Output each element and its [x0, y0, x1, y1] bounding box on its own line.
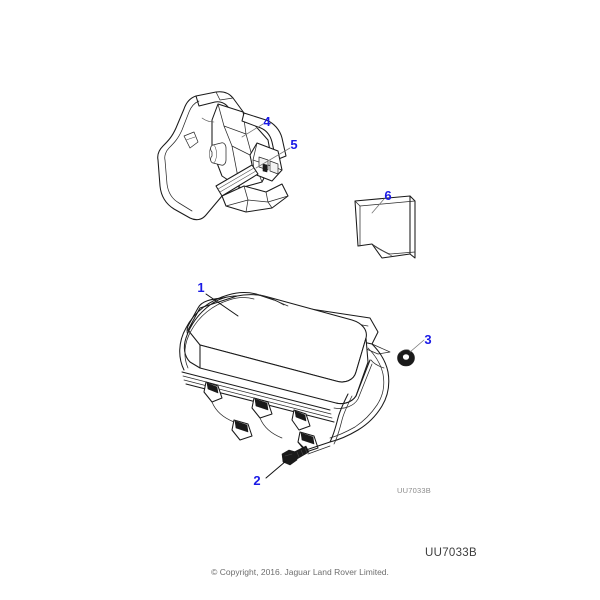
clip-2-head [254, 398, 269, 411]
airbag-lower-lip [181, 371, 331, 411]
part-group-panel-insert [354, 195, 416, 259]
bracket-body-edge-a [217, 103, 241, 189]
nut-bore [402, 353, 410, 361]
airbag-chute-strap-outer [329, 343, 390, 443]
latch-detail-block-2 [269, 160, 279, 175]
part-group-bracket-assembly [157, 91, 289, 221]
part-group-nut [397, 349, 415, 367]
callout-4: 4 [263, 114, 271, 129]
clip-3 [291, 409, 311, 431]
airbag-chute-left-edge [329, 393, 349, 443]
leader-line-4 [241, 123, 264, 138]
copyright-notice: © Copyright, 2016. Jaguar Land Rover Lim… [211, 567, 389, 577]
panel-insert-notch-inner [373, 245, 393, 257]
panel-insert-right-edge [409, 195, 416, 259]
bracket-left-clip [183, 131, 199, 149]
airbag-rear-face-line [273, 299, 289, 307]
airbag-chute-bottom-flap-2 [307, 445, 331, 455]
airbag-chute-left-edge-2 [333, 395, 353, 445]
callout-2: 2 [253, 473, 260, 488]
leader-line-5 [255, 147, 291, 169]
callout-numbers: 1 2 3 4 5 6 [197, 114, 431, 488]
airbag-right-seam-2 [333, 363, 373, 409]
screw-thread-2 [300, 449, 304, 456]
panel-insert-notch [371, 243, 416, 255]
airbag-chute-strap-inner [329, 347, 385, 439]
part-number-large: UU7033B [425, 547, 477, 559]
leader-line-6 [371, 198, 385, 214]
airbag-chute-notch [370, 359, 385, 369]
leader-line-1 [205, 293, 239, 317]
callout-1: 1 [197, 280, 204, 295]
panel-insert-body [354, 195, 411, 259]
callout-leader-lines [205, 123, 425, 479]
bracket-foot-inner [225, 195, 289, 207]
latch-post-cylinder [210, 142, 227, 166]
clip-4-head [234, 420, 249, 433]
leader-line-3 [409, 339, 425, 353]
bracket-outer-cover-inner [164, 100, 200, 212]
screw-head-slot [284, 453, 293, 457]
latch-shaft-line-2 [219, 170, 257, 193]
callout-6: 6 [384, 188, 391, 203]
latch-pin-dark [262, 163, 268, 173]
part-number-small: UU7033B [397, 486, 431, 495]
nut-highlight [399, 349, 410, 354]
latch-post-end [209, 144, 217, 164]
airbag-top-contour-2 [184, 297, 255, 369]
part-group-screw [281, 445, 310, 466]
clip-2-leg [259, 417, 283, 439]
clip-5-head [300, 432, 315, 445]
clip-1-leg [211, 401, 235, 423]
screw-thread-1 [296, 451, 300, 458]
clip-3-head [294, 410, 307, 422]
clip-1-head [206, 382, 219, 394]
bracket-left-clip-line [185, 136, 196, 141]
bracket-outer-cover [157, 95, 223, 221]
airbag-top-contour [179, 292, 275, 371]
part-group-airbag-module [179, 292, 391, 455]
callout-3: 3 [424, 332, 431, 347]
callout-5: 5 [290, 137, 297, 152]
latch-shaft-line-1 [217, 167, 255, 190]
screw-thread-3 [304, 447, 308, 454]
bracket-top-crease [201, 117, 215, 123]
bracket-body-edge-c [223, 125, 247, 135]
bracket-top-fin-crease [215, 91, 234, 101]
leader-line-2 [265, 460, 287, 479]
airbag-cover-left-lobe [183, 295, 238, 369]
